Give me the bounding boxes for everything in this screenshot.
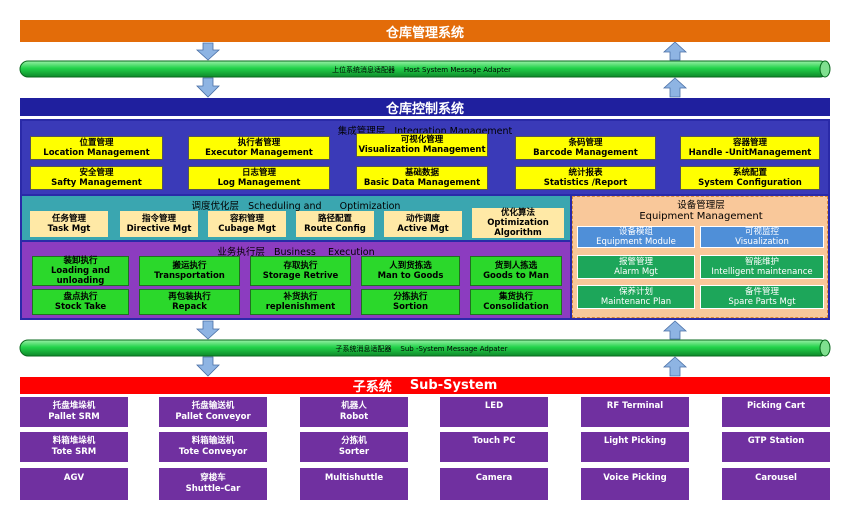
down-arrow-icon xyxy=(195,42,221,61)
wms-banner: 仓库管理系统 xyxy=(20,20,830,42)
up-arrow-icon xyxy=(662,77,688,98)
wcs-banner: 仓库控制系统 xyxy=(20,98,830,117)
down-arrow-icon xyxy=(195,320,221,340)
up-arrow-icon xyxy=(662,356,688,377)
equipment-title: 设备管理层 Equipment Management xyxy=(639,200,763,223)
execution-title: 业务执行层 Business Execution xyxy=(217,247,375,258)
integration-title: 集成管理层 Integration Management xyxy=(337,126,513,137)
sub-adapter-pipe xyxy=(19,339,831,357)
subsystem-tile-led: LED xyxy=(440,397,548,427)
subsystem-tile-touch-pc: Touch PC xyxy=(440,432,548,462)
host-adapter-pipe xyxy=(19,60,831,78)
scheduling-title: 调度优化层 Scheduling and Optimization xyxy=(191,201,401,212)
subsystem-tile-voice-picking: Voice Picking xyxy=(581,468,689,500)
down-arrow-icon xyxy=(196,77,220,98)
wcs-title: 仓库控制系统 xyxy=(385,101,464,117)
host-adapter-label: 上位系统消息适配器 Host System Message Adapter xyxy=(331,66,512,74)
subsystem-tile-multishuttle: Multishuttle xyxy=(300,468,408,500)
subsystem-tile-carousel: Carousel xyxy=(722,468,830,500)
subsystem-tile-agv: AGV xyxy=(20,468,128,500)
up-arrow-icon xyxy=(662,41,688,61)
subsystem-tile-camera: Camera xyxy=(440,468,548,500)
subsystem-tile-light-picking: Light Picking xyxy=(581,432,689,462)
up-arrow-icon xyxy=(662,320,688,340)
subsystem-tile-gtp-station: GTP Station xyxy=(722,432,830,462)
subsystem-tile-picking-cart: Picking Cart xyxy=(722,397,830,427)
subsystem-tile-rf-terminal: RF Terminal xyxy=(581,397,689,427)
wms-title: 仓库管理系统 xyxy=(385,25,464,41)
sub-adapter-label: 子系统消息适配器 Sub -System Message Adpater xyxy=(335,345,508,353)
subsystem-banner: 子系统 Sub-System xyxy=(20,377,830,395)
down-arrow-icon xyxy=(196,356,220,377)
